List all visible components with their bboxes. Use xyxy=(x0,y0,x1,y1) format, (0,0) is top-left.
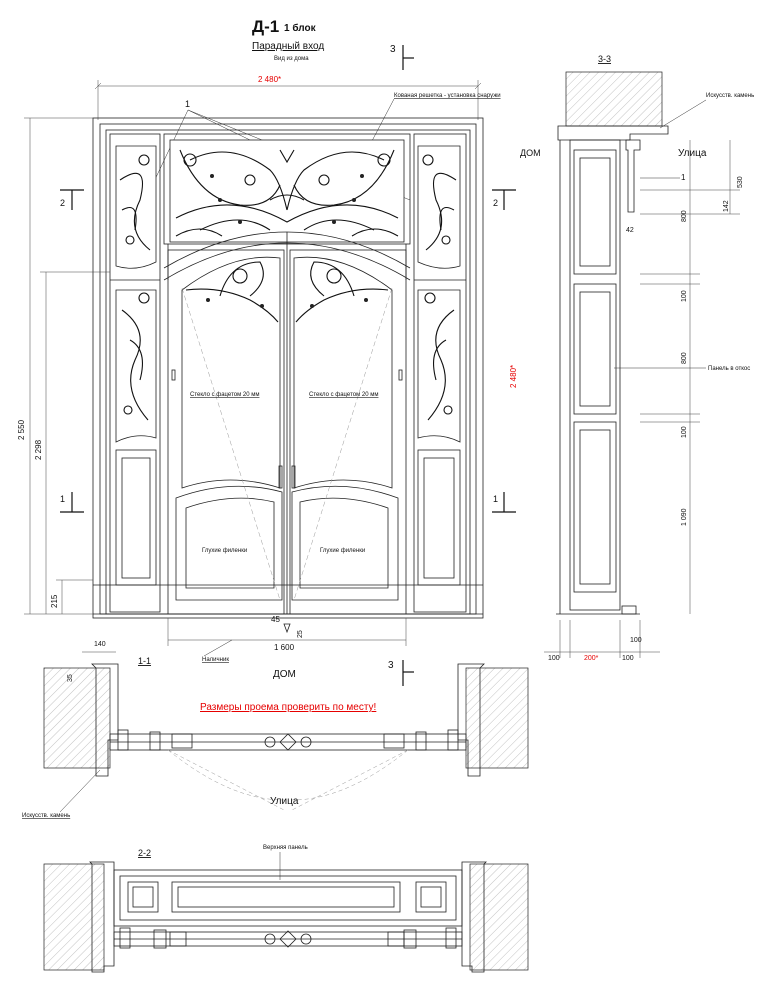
left-height-dimensions: 2 550 2 298 215 xyxy=(17,117,110,615)
mark-1-left: 1 xyxy=(60,494,65,504)
dim-800a: 800 xyxy=(681,210,688,222)
panel-label-left: Глухие филенки xyxy=(202,548,247,554)
gap-25-label: 25 xyxy=(297,630,304,638)
panel-label-right: Глухие филенки xyxy=(320,548,365,554)
glass-label-right: Стекло с фацетом 20 мм xyxy=(309,392,378,398)
section-33-street: Улица xyxy=(678,148,707,159)
sheet-code: Д-1 xyxy=(252,17,279,36)
mark-2-left: 2 xyxy=(60,198,65,208)
bottom-width-dimension: 1 600 45 25 Наличник xyxy=(167,615,407,663)
warning-text: Размеры проема проверить по месту! xyxy=(200,702,376,713)
dim-142: 142 xyxy=(723,200,730,212)
section-33-label: 3-3 xyxy=(598,54,611,64)
sheet-block: 1 блок xyxy=(284,22,317,34)
section-2-2: 2-2 Верхняя панель xyxy=(43,845,529,973)
dim-1090: 1 090 xyxy=(681,508,688,526)
dim-100a: 100 xyxy=(681,290,688,302)
height-door-label: 2 298 xyxy=(34,439,43,460)
mark-2-right: 2 xyxy=(493,198,498,208)
callout-number: 1 xyxy=(185,99,190,109)
transom-ornament xyxy=(175,149,399,237)
gap-45-label: 45 xyxy=(271,615,280,624)
dim-1: 1 xyxy=(681,173,686,182)
section-33-house: ДОМ xyxy=(520,148,541,158)
section-mark-3-top: 3 xyxy=(390,44,414,70)
dim-100b: 100 xyxy=(681,426,688,438)
section-mark-3-label: 3 xyxy=(390,44,396,55)
section-11-stone: Искусств. камень xyxy=(22,813,70,819)
mark-1-right: 1 xyxy=(493,494,498,504)
overall-width-label: 2 480* xyxy=(258,75,281,84)
overall-width-dimension: 2 480* xyxy=(94,75,482,120)
section-11-street: Улица xyxy=(270,796,299,807)
door-width-label: 1 600 xyxy=(274,643,295,652)
side-height-red-label: 2 480* xyxy=(509,365,518,388)
section-11-mark-3: 3 xyxy=(388,660,394,671)
glass-label-left: Стекло с фацетом 20 мм xyxy=(190,392,259,398)
height-base-label: 215 xyxy=(50,594,59,608)
grille-note: Кованая решетка - установка снаружи xyxy=(394,93,501,99)
side-window-ornament xyxy=(119,154,457,421)
height-total-label: 2 550 xyxy=(17,419,26,440)
dim-530: 530 xyxy=(737,176,744,188)
section-1-1: 1-1 140 35 ДОМ 3 Размеры проема проверит… xyxy=(22,641,529,819)
sheet-subtitle: Парадный вход xyxy=(252,41,324,52)
bottom-200: 200* xyxy=(584,655,599,662)
side-height-red: 2 480* xyxy=(469,130,518,614)
door-glass-ornament xyxy=(185,261,389,323)
section-11-house: ДОМ xyxy=(273,669,296,680)
section-11-label: 1-1 xyxy=(138,656,151,666)
bottom-100-left: 100 xyxy=(548,655,560,662)
dim-42: 42 xyxy=(626,227,634,234)
slope-panel-label: Панель в откос xyxy=(708,366,750,372)
section-22-label: 2-2 xyxy=(138,848,151,858)
dim-800b: 800 xyxy=(681,352,688,364)
bottom-100-right: 100 xyxy=(622,655,634,662)
section-33-stone: Искусств. камень xyxy=(706,93,754,99)
view-note: Вид из дома xyxy=(274,56,309,62)
door-elevation: 2 480* 3 Кованая решетка - установка сна… xyxy=(17,44,518,663)
dim-140: 140 xyxy=(94,641,106,648)
title-block: Д-1 1 блок Парадный вход Вид из дома xyxy=(252,17,324,62)
top-panel-label: Верхняя панель xyxy=(263,845,308,851)
section-3-3: 3-3 Искусств. камень ДОМ Улица 530 142 xyxy=(520,54,754,662)
platband-label: Наличник xyxy=(202,657,229,663)
bottom-100-top: 100 xyxy=(630,637,642,644)
section-marks-elevation: 2 2 1 1 xyxy=(60,189,516,513)
